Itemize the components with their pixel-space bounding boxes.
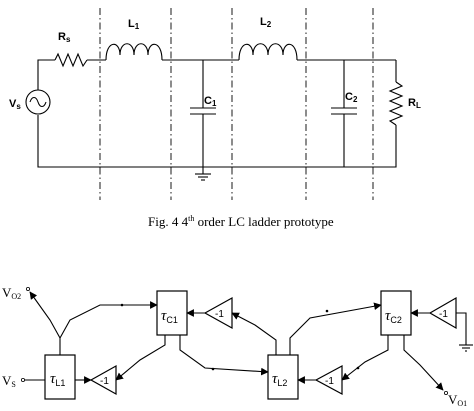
amplifier-4: -1 [428, 296, 457, 330]
inductor-l1 [105, 43, 163, 61]
label-l1: L1 [128, 18, 140, 31]
label-vs: Vs [9, 98, 21, 111]
label-l2: L2 [260, 16, 272, 29]
label-c2: C2 [345, 91, 358, 104]
integrator-label-l2: τL2 [272, 371, 287, 388]
flow-wires [20, 286, 473, 395]
figure-caption: Fig. 4 4th order LC ladder prototype [148, 214, 334, 229]
inductor-l2 [238, 43, 298, 61]
port-vo2: VO2 [2, 285, 21, 301]
label-rs: Rs [58, 31, 71, 44]
capacitor-c1 [190, 107, 216, 115]
amplifier-1: -1 [89, 364, 117, 396]
svg-text:-1: -1 [439, 309, 448, 320]
resistor-rs [54, 52, 88, 68]
integrator-c2 [380, 290, 412, 336]
integrator-label-l1: τL1 [50, 371, 65, 388]
section-dividers [99, 8, 374, 200]
integrator-c1 [156, 290, 188, 336]
lc-ladder-circuit: Rs L1 L2 C1 C2 RL Vs Fig. 4 4th order LC… [9, 8, 421, 229]
label-c1: C1 [204, 95, 217, 108]
svg-text:-1: -1 [215, 309, 224, 320]
port-vs: VS [2, 373, 16, 389]
svg-text:-1: -1 [100, 376, 109, 387]
label-rl: RL [408, 97, 421, 110]
port-vo1: VO1 [448, 392, 467, 408]
amplifier-2: -1 [203, 296, 233, 330]
resistor-rl [388, 81, 404, 126]
capacitor-c2 [331, 107, 357, 115]
signal-flow-graph: τL1 τC1 τL2 τC2 -1 -1 -1 -1 [2, 285, 473, 408]
svg-text:-1: -1 [325, 376, 334, 387]
voltage-source [25, 89, 51, 115]
integrator-label-c1: τC1 [161, 308, 178, 325]
integrator-l2 [267, 354, 299, 400]
amplifier-3: -1 [314, 364, 343, 396]
integrator-label-c2: τC2 [385, 308, 402, 325]
circuit-wires [37, 59, 397, 181]
